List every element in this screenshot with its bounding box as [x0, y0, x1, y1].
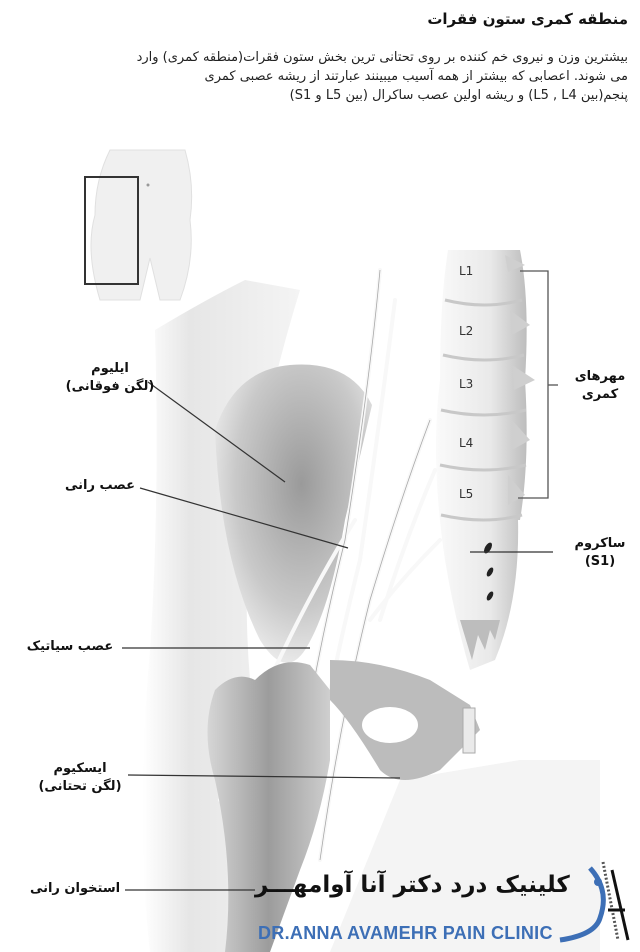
- vertebra-label: L5: [459, 487, 474, 501]
- intro-line: می شوند. اعصابی که بیشتر از همه آسیب میب…: [204, 69, 628, 84]
- clinic-name-fa: کلینیک درد دکتر آنا آوامهـــر: [255, 872, 570, 898]
- label-line: (لگن فوقانی): [65, 379, 155, 394]
- intro-line: بیشترین وزن و نیروی خم کننده بر روی تحتا…: [136, 50, 628, 65]
- label-ilium: ایلیوم (لگن فوقانی): [60, 360, 160, 396]
- intro-paragraph: بیشترین وزن و نیروی خم کننده بر روی تحتا…: [8, 48, 628, 105]
- label-ischium: ایسکیوم (لگن تحتانی): [30, 760, 130, 796]
- label-line: ساکروم: [574, 536, 626, 551]
- label-sciatic-nerve: عصب سیاتیک: [26, 639, 114, 654]
- intro-line: پنجم(بین L5 , L4) و ریشه اولین عصب ساکرا…: [289, 88, 628, 103]
- label-femur: استخوان رانی: [29, 881, 121, 896]
- label-sacrum: ساکروم (S1): [565, 535, 635, 571]
- vertebra-label: L2: [459, 324, 474, 338]
- label-line: (S1): [584, 554, 616, 569]
- label-femoral-nerve: عصب رانی: [65, 478, 135, 493]
- inset-body-figure: [84, 149, 193, 301]
- label-line: کمری: [581, 387, 619, 402]
- page-title: منطقه کمری ستون فقرات: [427, 10, 628, 28]
- label-line: ایسکیوم: [53, 761, 107, 776]
- label-lumbar-vertebrae: مهرهای کمری: [565, 368, 635, 404]
- label-line: مهرهای: [574, 369, 626, 384]
- label-line: ایلیوم: [91, 361, 129, 376]
- clinic-logo-icon: [559, 861, 630, 943]
- clinic-name-en: DR.ANNA AVAMEHR PAIN CLINIC: [258, 923, 553, 943]
- lumbar-bracket: [518, 270, 558, 499]
- vertebra-label: L4: [459, 436, 474, 450]
- vertebra-label: L1: [459, 264, 474, 278]
- lumbar-spine: [436, 250, 535, 670]
- label-line: (لگن تحتانی): [38, 779, 122, 794]
- vertebra-label: L3: [459, 377, 474, 391]
